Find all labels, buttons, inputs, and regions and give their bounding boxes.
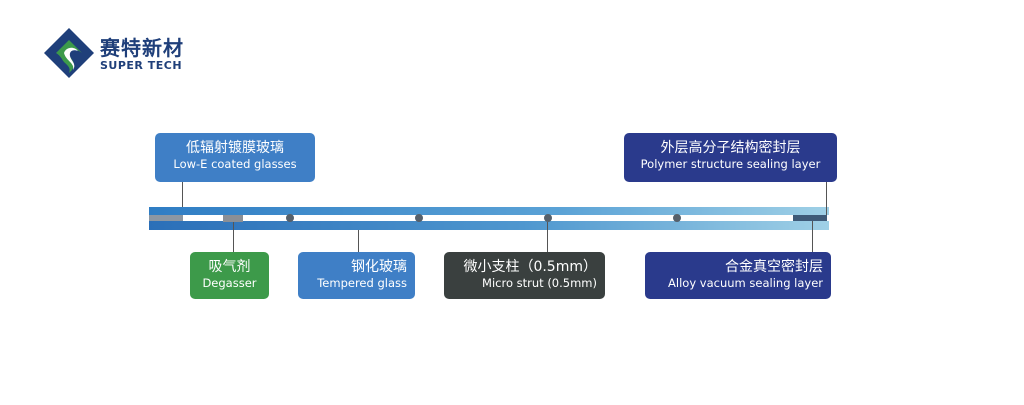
label-cn: 合金真空密封层 xyxy=(725,259,823,275)
micro-strut xyxy=(286,214,294,222)
label-alloy-vacuum-sealing-layer: 合金真空密封层 Alloy vacuum sealing layer xyxy=(645,252,831,299)
label-cn: 外层高分子结构密封层 xyxy=(660,140,801,156)
label-tempered-glass: 钢化玻璃 Tempered glass xyxy=(298,252,415,299)
leader-line-degasser xyxy=(233,222,234,252)
super-tech-logo-icon xyxy=(44,28,94,78)
degasser-block xyxy=(223,215,243,222)
label-degasser: 吸气剂 Degasser xyxy=(190,252,269,299)
label-polymer-sealing-layer: 外层高分子结构密封层 Polymer structure sealing lay… xyxy=(624,133,837,182)
label-cn: 钢化玻璃 xyxy=(351,259,407,275)
label-en: Low-E coated glasses xyxy=(173,157,297,171)
lower-glass-pane xyxy=(149,221,829,230)
leader-line-polymer xyxy=(826,182,827,215)
micro-strut xyxy=(544,214,552,222)
label-cn: 低辐射镀膜玻璃 xyxy=(186,140,284,156)
brand-name-en: SUPER TECH xyxy=(100,59,183,72)
brand-name-cn: 赛特新材 xyxy=(100,36,184,60)
label-cn: 微小支柱（0.5mm） xyxy=(463,259,597,275)
leader-line-low-e xyxy=(182,182,183,207)
vacuum-cavity xyxy=(149,215,829,221)
micro-strut xyxy=(673,214,681,222)
label-en: Degasser xyxy=(202,276,257,290)
label-en: Micro strut (0.5mm) xyxy=(482,276,597,290)
label-en: Polymer structure sealing layer xyxy=(640,157,821,171)
label-cn: 吸气剂 xyxy=(208,259,251,275)
upper-glass-pane xyxy=(149,207,829,215)
label-micro-strut: 微小支柱（0.5mm） Micro strut (0.5mm) xyxy=(444,252,605,299)
leader-line-alloy xyxy=(812,221,813,252)
micro-strut xyxy=(415,214,423,222)
label-en: Alloy vacuum sealing layer xyxy=(668,276,823,290)
right-edge-seal xyxy=(793,215,827,221)
brand-logo: 赛特新材 SUPER TECH xyxy=(42,26,202,78)
leader-line-tempered xyxy=(358,230,359,252)
label-en: Tempered glass xyxy=(317,276,407,290)
leader-line-strut xyxy=(547,222,548,252)
label-low-e-glass: 低辐射镀膜玻璃 Low-E coated glasses xyxy=(155,133,315,182)
left-edge-seal xyxy=(149,215,183,221)
